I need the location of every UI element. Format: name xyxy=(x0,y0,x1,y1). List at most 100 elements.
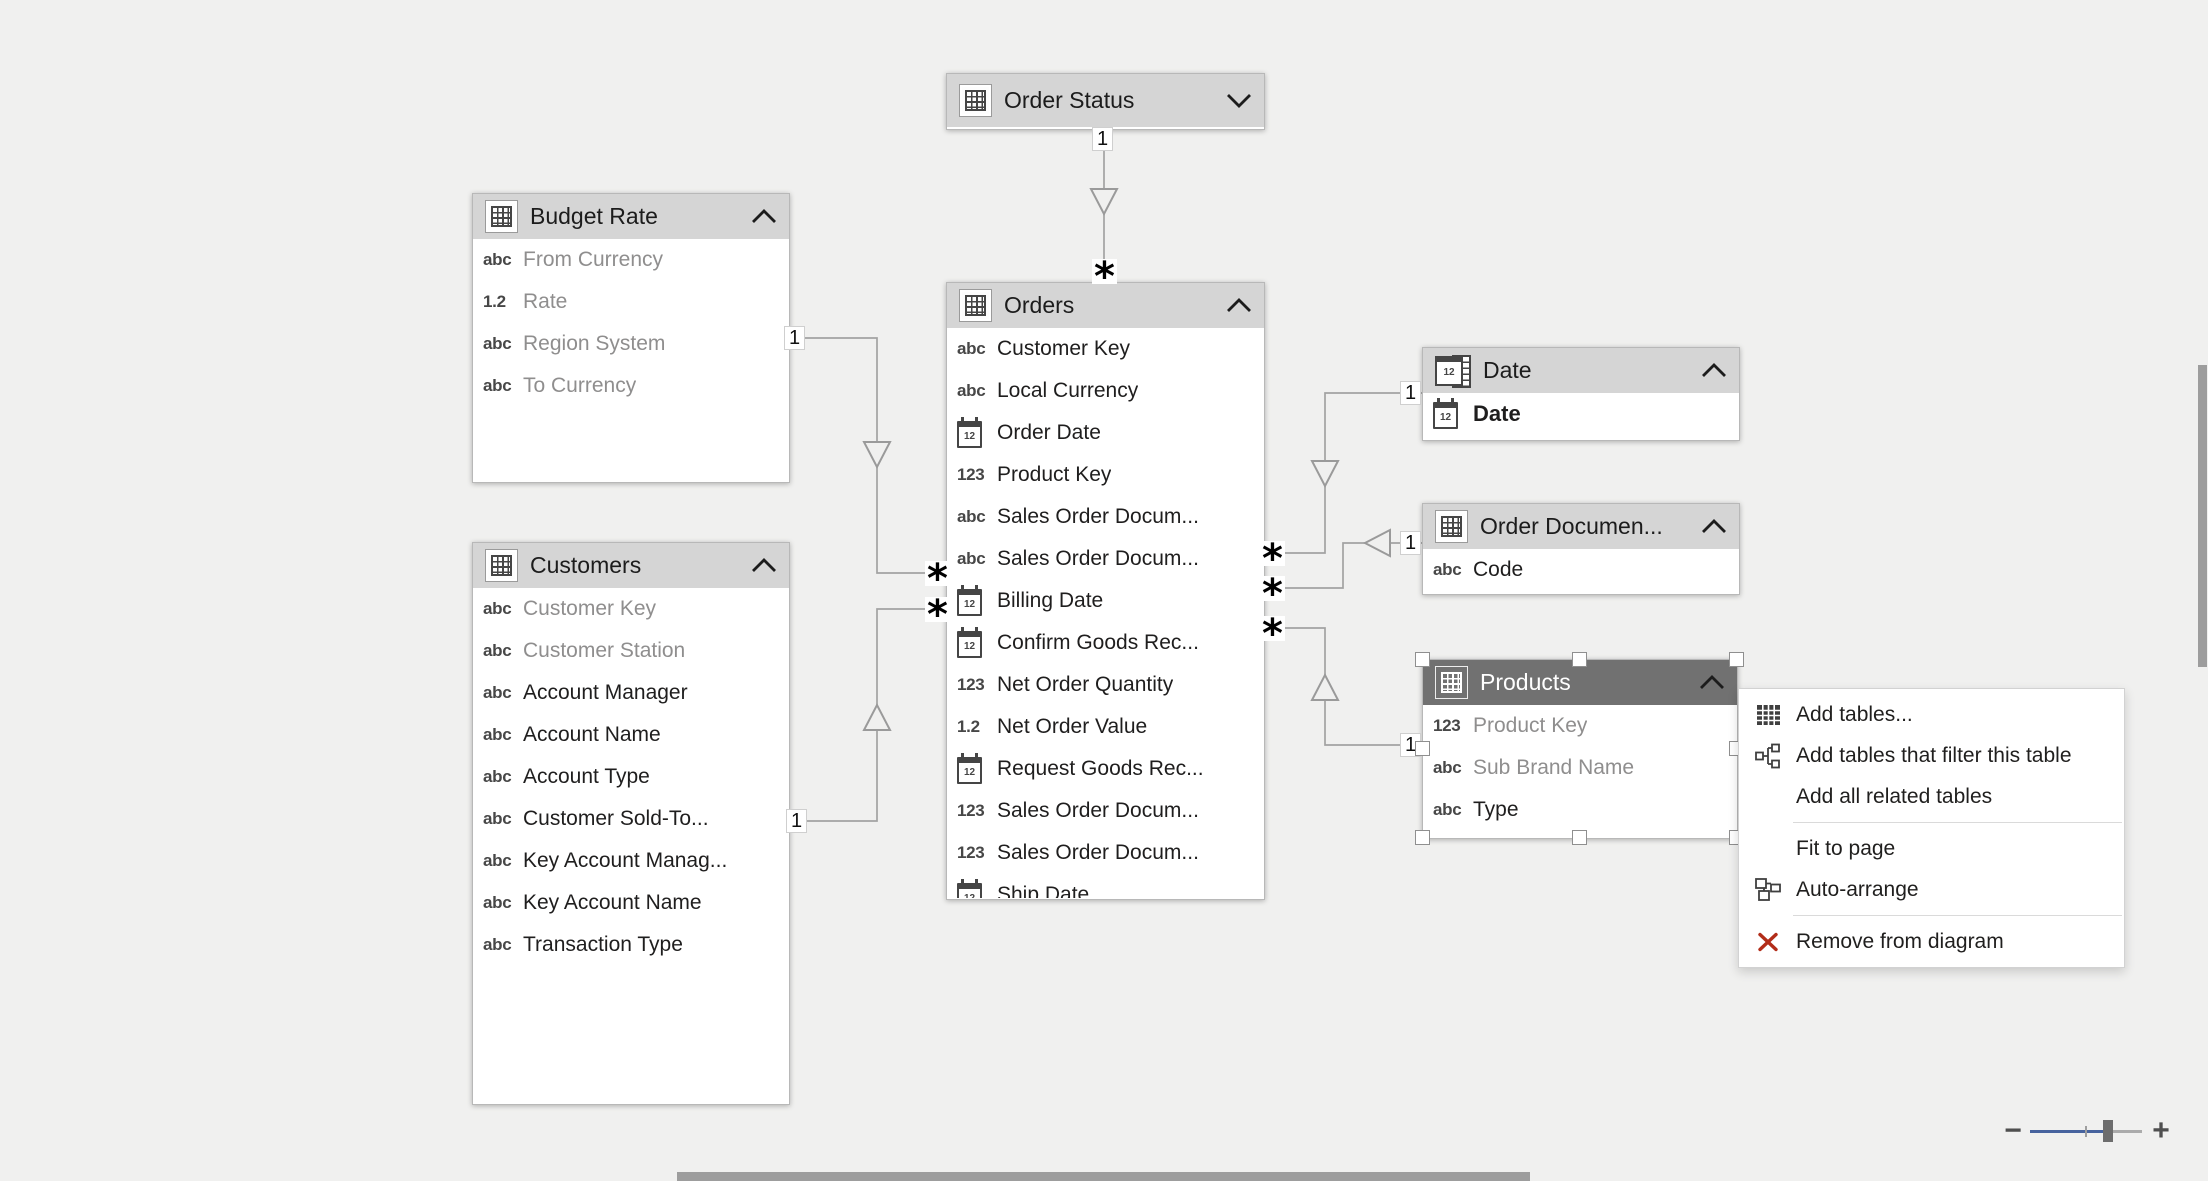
field-name: Type xyxy=(1473,798,1519,821)
selection-handle[interactable] xyxy=(1572,830,1587,845)
cardinality-many-label[interactable]: * xyxy=(925,561,950,586)
menu-item-remove-from-diagram[interactable]: Remove from diagram xyxy=(1739,921,2124,962)
chevron-down-icon[interactable] xyxy=(1226,93,1252,108)
table-header-budget-rate[interactable]: Budget Rate xyxy=(473,194,789,239)
zoom-out-button[interactable]: − xyxy=(2004,1114,2022,1147)
field-name: Sales Order Docum... xyxy=(997,799,1199,822)
zoom-slider-track xyxy=(2108,1130,2142,1133)
text-type-icon: abc xyxy=(483,893,512,912)
table-header-order-documents[interactable]: Order Documen... xyxy=(1423,504,1739,549)
field-name: Date xyxy=(1473,401,1521,426)
horizontal-scrollbar[interactable] xyxy=(677,1172,1530,1181)
menu-item-fit-to-page[interactable]: Fit to page xyxy=(1739,828,2124,869)
selection-handle[interactable] xyxy=(1415,741,1430,756)
menu-item-add-tables[interactable]: Add tables... xyxy=(1739,694,2124,735)
field-name: Product Key xyxy=(997,463,1112,486)
cardinality-many-label[interactable]: * xyxy=(925,597,950,622)
calendar-icon: 12 xyxy=(957,627,997,658)
chevron-up-icon[interactable] xyxy=(751,558,777,573)
cardinality-many-label[interactable]: * xyxy=(1260,616,1285,641)
zoom-slider-thumb[interactable] xyxy=(2103,1120,2113,1142)
field-name: Confirm Goods Rec... xyxy=(997,631,1199,654)
cardinality-many-label[interactable]: * xyxy=(1260,541,1285,566)
cardinality-one-label[interactable]: 1 xyxy=(1400,381,1421,405)
field-name: To Currency xyxy=(523,374,637,397)
menu-item-add-all-related[interactable]: Add all related tables xyxy=(1739,776,2124,817)
cardinality-many-label[interactable]: * xyxy=(1260,576,1285,601)
chevron-up-icon[interactable] xyxy=(1226,298,1252,313)
chevron-up-icon[interactable] xyxy=(1701,519,1727,534)
field-name: Account Name xyxy=(523,723,661,746)
zoom-slider[interactable] xyxy=(2030,1114,2142,1148)
table-card-order-status[interactable]: Order Status xyxy=(946,73,1265,130)
table-title: Customers xyxy=(530,552,642,578)
chevron-up-icon[interactable] xyxy=(1701,363,1727,378)
table-title: Products xyxy=(1480,669,1571,695)
selection-handle[interactable] xyxy=(1415,652,1430,667)
chevron-up-icon[interactable] xyxy=(1699,675,1725,690)
cardinality-one-label[interactable]: 1 xyxy=(1400,531,1421,555)
menu-item-auto-arrange[interactable]: Auto-arrange xyxy=(1739,869,2124,910)
text-type-icon: abc xyxy=(483,334,512,353)
remove-x-icon xyxy=(1753,932,1783,952)
cardinality-many-label[interactable]: * xyxy=(1092,259,1117,284)
cardinality-one-label[interactable]: 1 xyxy=(784,326,805,350)
table-header-date[interactable]: 12 Date xyxy=(1423,348,1739,393)
vertical-scrollbar[interactable] xyxy=(2198,365,2207,667)
table-header-products[interactable]: Products xyxy=(1423,660,1737,705)
selection-handle[interactable] xyxy=(1415,830,1430,845)
selection-handle[interactable] xyxy=(1729,652,1744,667)
field-name: Local Currency xyxy=(997,379,1139,402)
table-icon xyxy=(959,84,992,117)
menu-item-add-tables-that-filter[interactable]: Add tables that filter this table xyxy=(1739,735,2124,776)
chevron-up-icon[interactable] xyxy=(751,209,777,224)
table-header-customers[interactable]: Customers xyxy=(473,543,789,588)
table-icon xyxy=(1435,510,1468,543)
cardinality-one-label[interactable]: 1 xyxy=(786,809,807,833)
table-header-orders[interactable]: Orders xyxy=(947,283,1264,328)
selection-handle[interactable] xyxy=(1572,652,1587,667)
table-header-order-status[interactable]: Order Status xyxy=(947,74,1264,127)
zoom-in-button[interactable]: + xyxy=(2152,1114,2170,1147)
cardinality-one-label[interactable]: 1 xyxy=(1092,127,1113,151)
text-type-icon: abc xyxy=(1433,560,1462,579)
